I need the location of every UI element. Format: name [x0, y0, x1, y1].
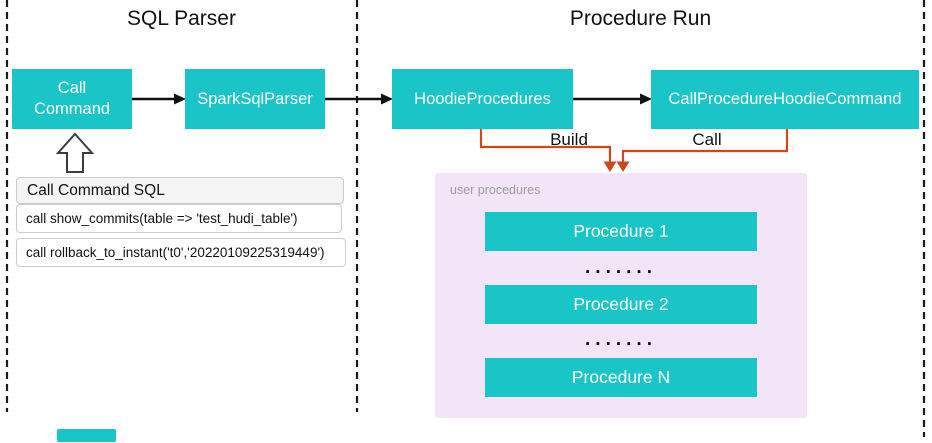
sql-panel-header: Call Command SQL — [16, 177, 344, 204]
node-call-procedure-hoodie-command: CallProcedureHoodieCommand — [651, 70, 919, 129]
node-procedure-1: Procedure 1 — [485, 212, 757, 251]
user-procedures-panel: user procedures Procedure 1 ....... Proc… — [435, 173, 807, 418]
edge-label-build: Build — [550, 130, 588, 149]
node-procedure-2: Procedure 2 — [485, 285, 757, 324]
hollow-up-arrow — [55, 132, 95, 173]
section-title-procedure-run: Procedure Run — [569, 7, 712, 30]
ellipsis-dots-1: ....... — [585, 257, 657, 278]
edge-label-call: Call — [692, 130, 722, 149]
node-call-command-line2: Command — [33, 100, 111, 118]
sql-statement-rollback: call rollback_to_instant('t0','202201092… — [16, 238, 346, 267]
section-title-sql-parser: SQL Parser — [127, 7, 236, 30]
user-procedures-label: user procedures — [450, 183, 541, 197]
build-edge — [479, 129, 612, 163]
ellipsis-dots-2: ....... — [585, 329, 657, 350]
call-arrowhead — [616, 161, 630, 172]
node-call-command: Call Command — [12, 69, 132, 129]
build-arrowhead — [603, 161, 617, 172]
cropped-teal-fragment — [57, 429, 116, 442]
node-procedure-n: Procedure N — [485, 358, 757, 397]
node-call-command-line1: Call — [57, 79, 87, 98]
orange-edges — [479, 129, 789, 163]
node-spark-sql-parser: SparkSqlParser — [185, 69, 325, 129]
sql-statement-show-commits: call show_commits(table => 'test_hudi_ta… — [16, 204, 342, 233]
node-hoodie-procedures: HoodieProcedures — [392, 69, 573, 129]
